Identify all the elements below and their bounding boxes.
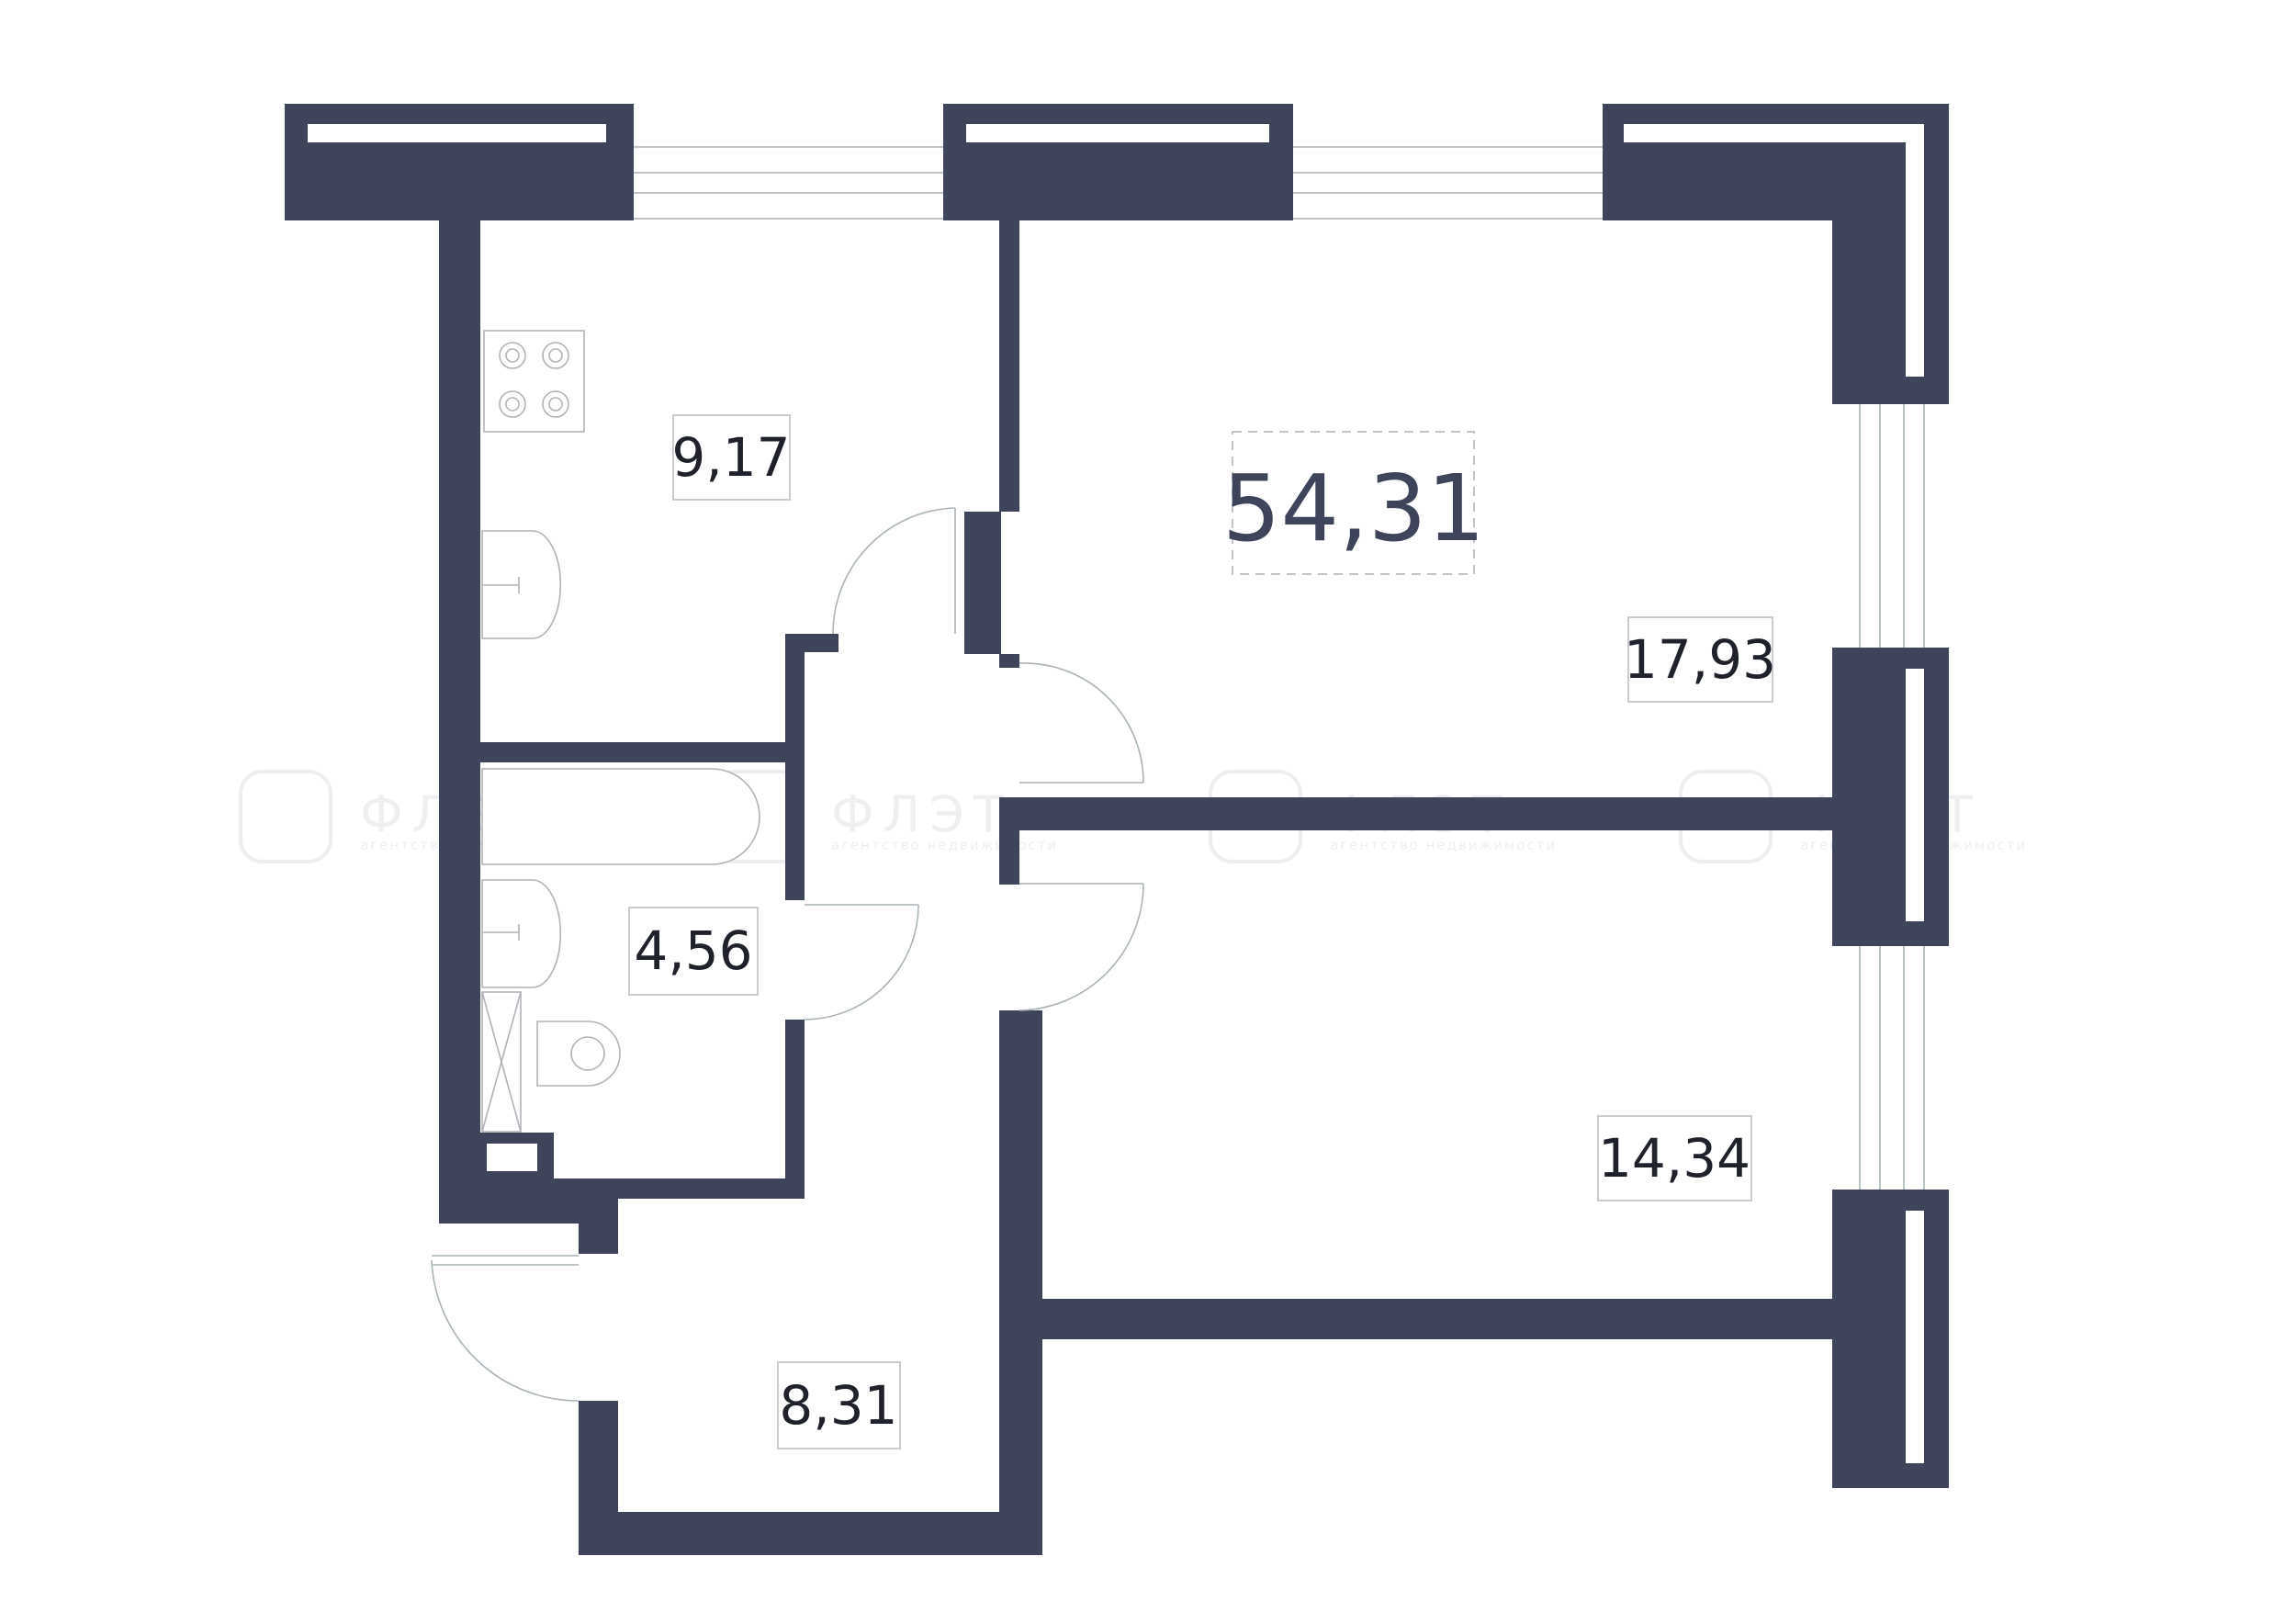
wall-bedroom-bottom bbox=[1018, 1299, 1832, 1339]
total-area-label: 54,31 bbox=[1222, 431, 1485, 575]
door-living bbox=[1019, 662, 1144, 784]
wall-right-lower bbox=[1832, 1190, 1949, 1488]
watermark-tagline: агентство недвижимости bbox=[831, 837, 1058, 853]
windows bbox=[634, 146, 1925, 1190]
room-label-bedroom: 14,34 bbox=[1597, 1115, 1752, 1201]
door-entrance bbox=[431, 1255, 580, 1402]
window-right-lower bbox=[1859, 946, 1925, 1190]
watermark-tagline: агентство недвижимости bbox=[1330, 837, 1557, 853]
watermark-logo-icon bbox=[239, 770, 332, 863]
walls bbox=[285, 104, 1949, 1555]
room-area-living: 17,93 bbox=[1624, 628, 1776, 691]
room-label-living: 17,93 bbox=[1624, 616, 1776, 703]
toilet-icon bbox=[536, 1021, 621, 1087]
room-label-bathroom: 4,56 bbox=[628, 907, 759, 996]
room-area-kitchen: 9,17 bbox=[671, 426, 790, 489]
door-kitchen bbox=[832, 507, 956, 635]
room-area-hallway: 8,31 bbox=[779, 1374, 897, 1437]
watermark-brand: ФЛЭТ bbox=[831, 785, 1013, 843]
wall-hall-bottom bbox=[579, 1512, 1042, 1555]
door-bedroom bbox=[1019, 883, 1144, 1011]
door-bathroom bbox=[804, 904, 919, 1021]
wall-kitchen-living bbox=[999, 220, 1019, 512]
room-label-kitchen: 9,17 bbox=[671, 414, 791, 501]
fixtures bbox=[481, 330, 760, 1133]
wall-kitchen-bath bbox=[480, 742, 805, 762]
doors bbox=[431, 507, 1144, 1402]
bathroom-sink-icon bbox=[481, 879, 562, 988]
room-label-hallway: 8,31 bbox=[777, 1361, 901, 1449]
wall-top-left bbox=[285, 104, 634, 220]
room-area-bedroom: 14,34 bbox=[1598, 1127, 1750, 1190]
window-right-upper bbox=[1859, 402, 1925, 648]
wall-top-middle bbox=[943, 104, 1293, 220]
wall-right-pier bbox=[1832, 648, 1949, 946]
wall-hall-right bbox=[999, 1010, 1042, 1555]
room-area-bathroom: 4,56 bbox=[634, 919, 752, 982]
bathtub-icon bbox=[481, 768, 760, 865]
wall-living-bedroom bbox=[999, 797, 1832, 830]
window-top-left bbox=[634, 146, 943, 220]
window-top-right bbox=[1293, 146, 1603, 220]
wall-bath-right bbox=[785, 1020, 805, 1199]
washing-machine-icon bbox=[481, 991, 522, 1133]
total-area: 54,31 bbox=[1222, 455, 1485, 562]
stove-icon bbox=[483, 330, 585, 433]
kitchen-sink-icon bbox=[481, 530, 562, 639]
wall-left bbox=[439, 220, 480, 1224]
